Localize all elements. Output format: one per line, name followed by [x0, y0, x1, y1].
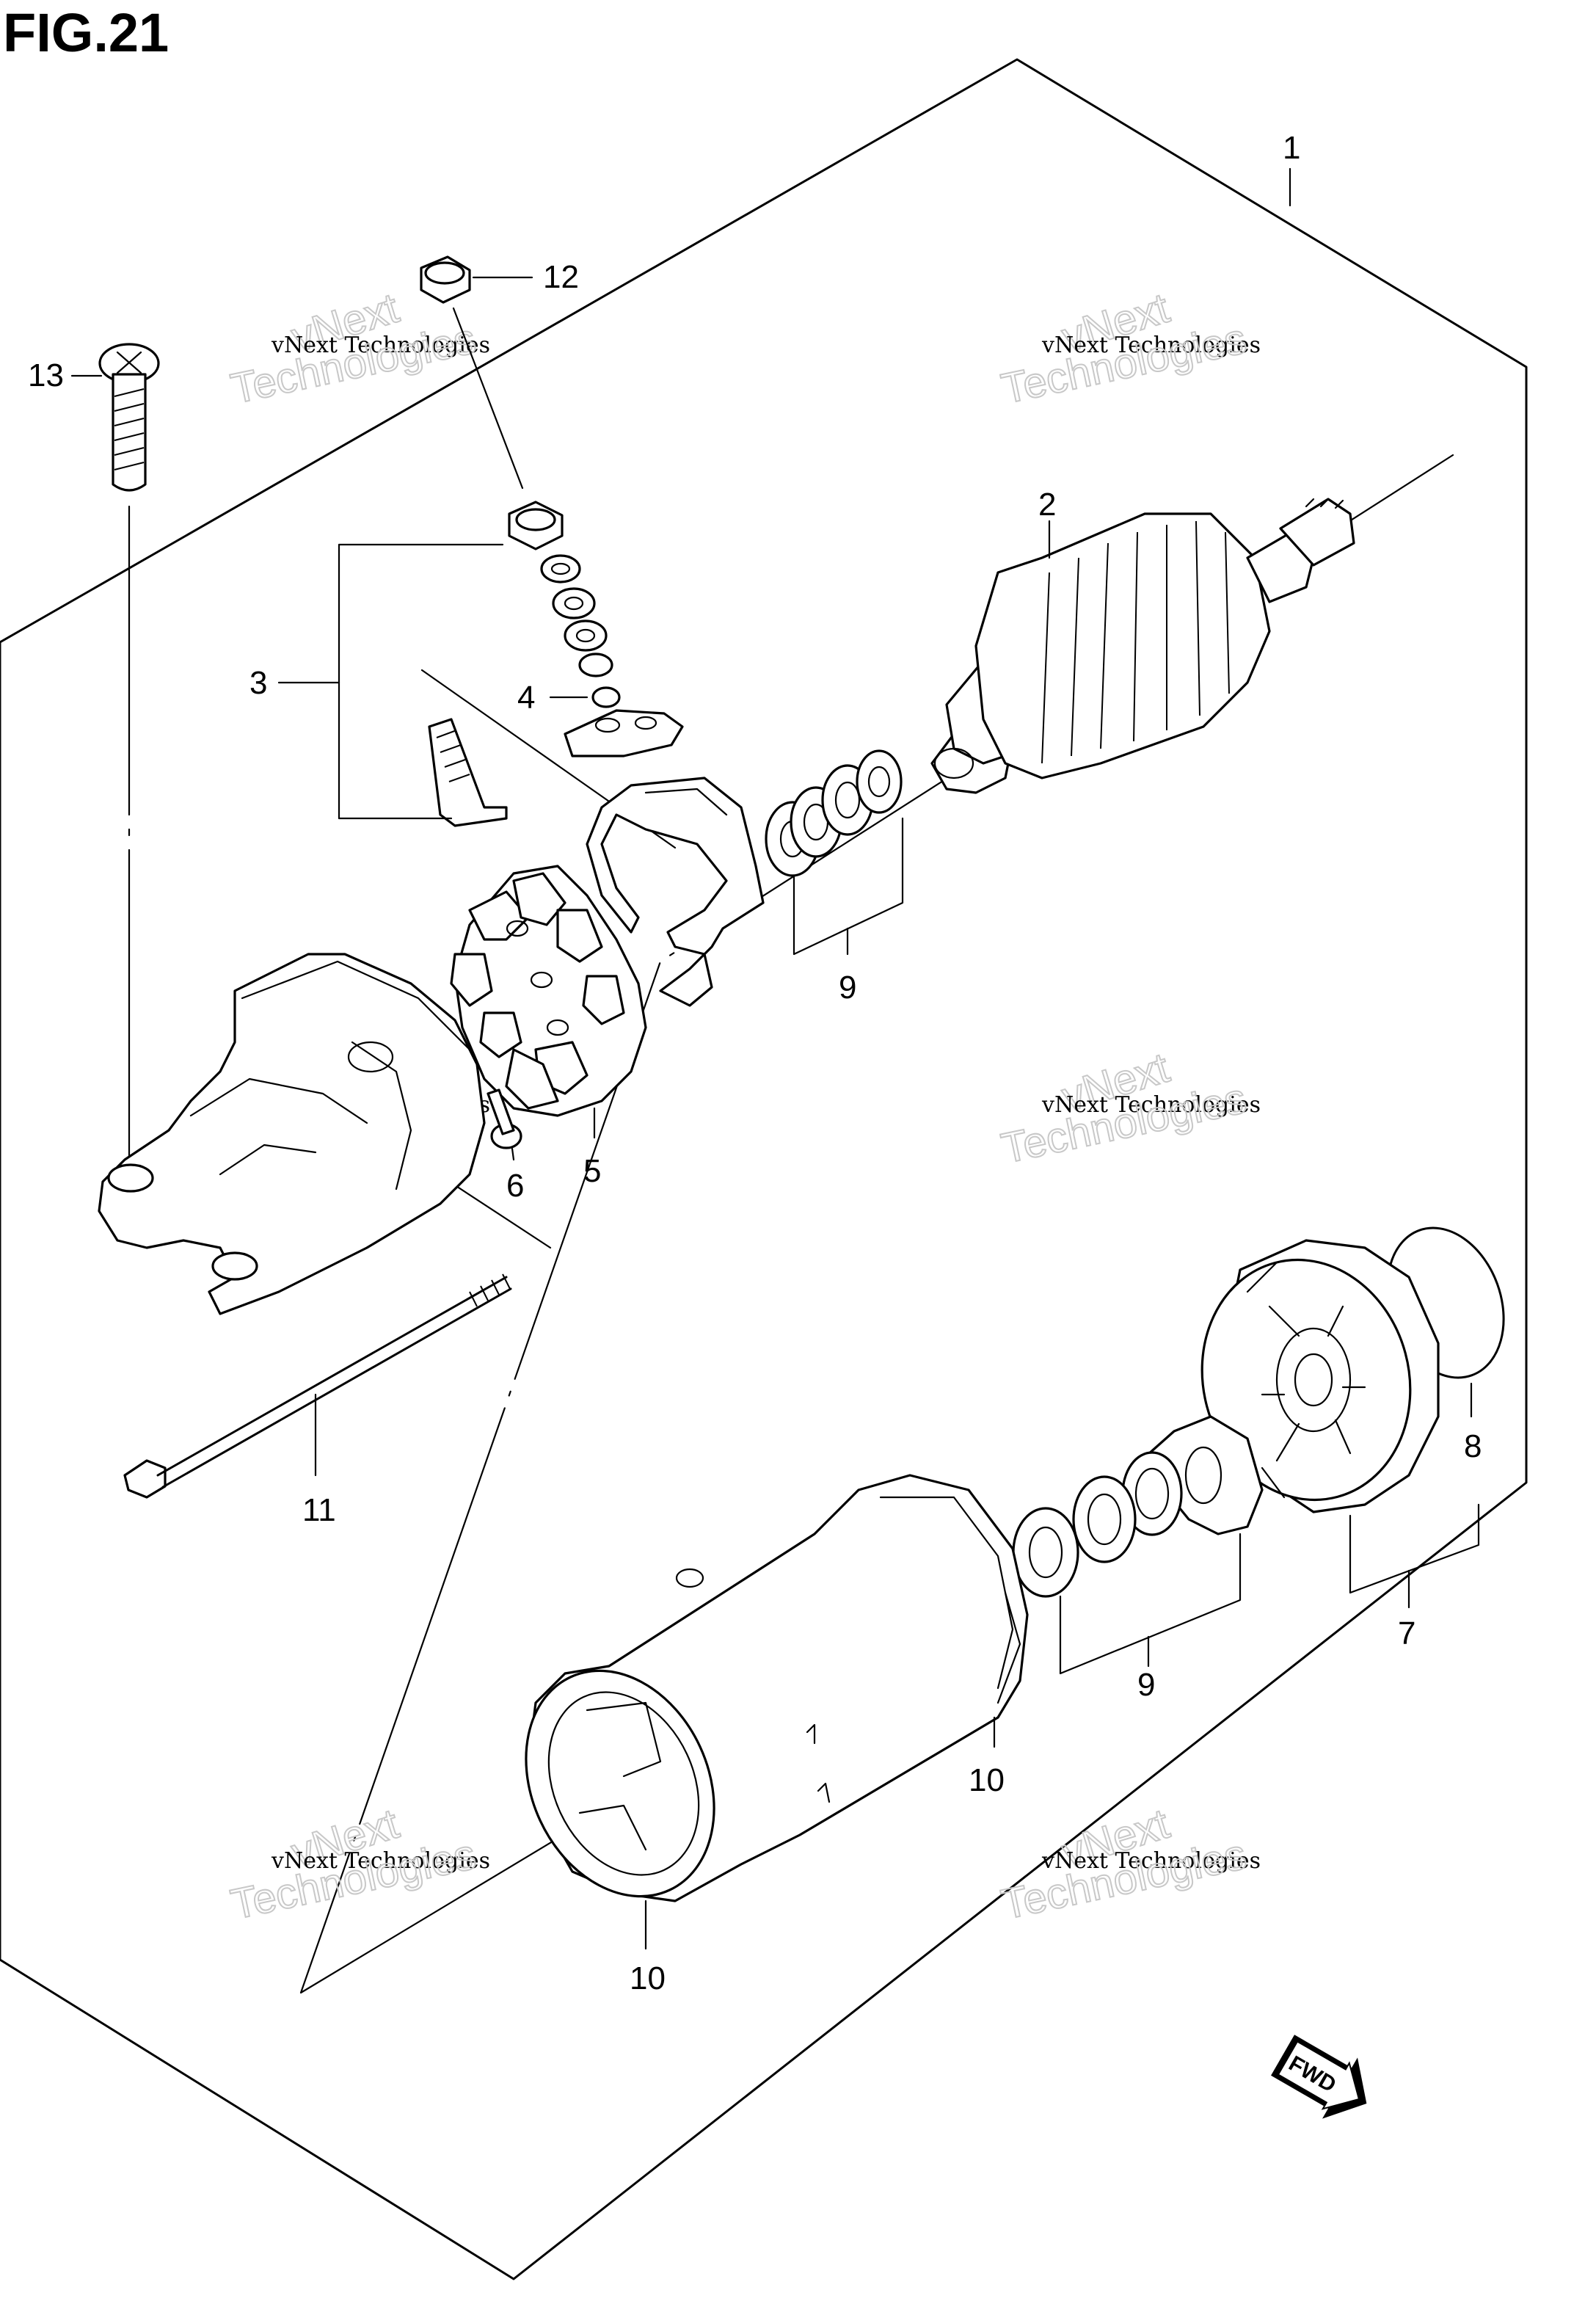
part-4-insulator [549, 696, 684, 757]
fwd-direction-badge: FWD [1271, 2035, 1367, 2119]
watermark-company: vNext Technologies [271, 1848, 490, 1874]
callout-9-upper: 9 [839, 970, 856, 1006]
part-9-washers-lower [1012, 1415, 1264, 1675]
part-13-bolt [98, 343, 160, 1161]
part-7-drive-end-housing [1200, 1239, 1480, 1609]
callout-6: 6 [506, 1168, 524, 1204]
assembly-frame [0, 58, 1528, 2280]
part-12-nut [420, 255, 524, 490]
callout-4: 4 [517, 680, 535, 716]
callout-1: 1 [1283, 130, 1300, 166]
watermark-company: vNext Technologies [1041, 332, 1261, 358]
part-5-brush-holder [450, 865, 647, 1139]
callout-11: 11 [302, 1492, 336, 1528]
callout-labels: 1 2 3 4 5 6 7 8 9 9 10 10 11 12 13 [28, 130, 1482, 1996]
callout-5: 5 [583, 1153, 601, 1189]
callout-8: 8 [1464, 1428, 1482, 1464]
callout-3: 3 [249, 665, 267, 701]
callout-7: 7 [1398, 1615, 1415, 1651]
callout-12: 12 [543, 259, 579, 295]
part-3-terminal-set [277, 501, 621, 827]
callout-10-upper: 10 [969, 1762, 1005, 1798]
callout-9-lower: 9 [1137, 1667, 1155, 1703]
part-11-through-bolt [123, 1273, 512, 1499]
callout-2: 2 [1038, 487, 1056, 523]
part-9-washers-upper [765, 749, 904, 956]
part-2-armature [930, 498, 1355, 794]
callout-13: 13 [28, 357, 64, 393]
commutator-end-housing [98, 953, 486, 1315]
yoke-assembly [525, 1474, 1029, 1950]
watermark-company: vNext Technologies [1041, 1092, 1261, 1118]
callout-10-lower: 10 [630, 1960, 666, 1996]
watermark-company: vNext Technologies [271, 332, 490, 358]
watermark-company: vNext Technologies [1041, 1848, 1261, 1874]
figure-title: FIG.21 [3, 2, 170, 63]
part-6-screw [487, 1088, 522, 1161]
brush-plate-bracket [586, 777, 765, 1007]
